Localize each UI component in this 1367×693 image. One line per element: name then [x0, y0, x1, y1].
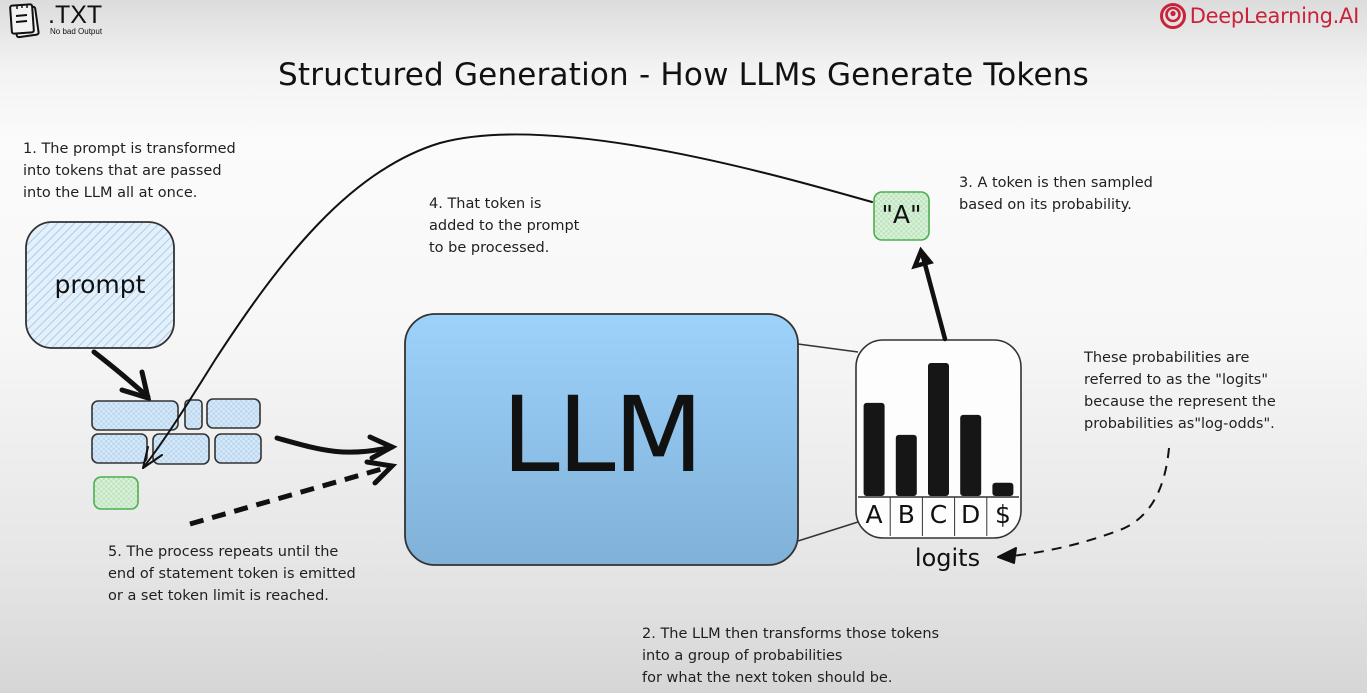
notepad-icon [9, 3, 40, 39]
logit-bar-eos [992, 482, 1014, 496]
llm-to-logits-connectors [797, 343, 859, 542]
token-block [91, 400, 179, 431]
llm-label: LLM [501, 374, 704, 496]
token-block [152, 433, 210, 465]
llm-box [404, 313, 799, 566]
deeplearning-brand: DeepLearning.AI [1189, 4, 1360, 28]
logit-bar-a [863, 402, 885, 496]
logit-bar-d [960, 414, 982, 496]
deeplearning-logo: DeepLearning.AI [1159, 3, 1360, 29]
prompt-label: prompt [54, 270, 146, 299]
note-logits-explainer: These probabilities are referred to as t… [1084, 350, 1276, 432]
arrow-feedback-to-prompt [142, 133, 873, 469]
logit-category-label: B [897, 500, 915, 529]
token-grid [91, 398, 262, 465]
arrow-repeat-to-llm [189, 459, 398, 527]
prompt-box [25, 221, 175, 349]
logit-bar-b [895, 434, 917, 496]
arrow-tokens-to-llm [274, 434, 398, 461]
logits-caption: logits [914, 544, 981, 572]
logits-bars [863, 363, 1014, 496]
deeplearning-swirl-icon [1159, 3, 1186, 29]
sampled-token-label: "A" [881, 200, 922, 229]
logit-category-label: $ [994, 500, 1011, 529]
token-block [206, 398, 261, 429]
logit-category-label: A [865, 500, 883, 529]
token-block [91, 433, 148, 464]
note-step-4: 4. That token is added to the prompt to … [429, 196, 580, 256]
new-token-block [93, 476, 139, 510]
logit-category-label: D [961, 500, 981, 529]
arrow-explainer-to-logits [997, 447, 1170, 564]
arrow-logits-to-sampled-token [911, 246, 948, 342]
note-step-3: 3. A token is then sampled based on its … [959, 175, 1153, 213]
note-step-5: 5. The process repeats until the end of … [108, 544, 356, 604]
arrow-prompt-to-tokens [91, 349, 152, 402]
txt-tagline: No bad Output [50, 27, 103, 36]
slide-title: Structured Generation - How LLMs Generat… [278, 57, 1089, 93]
sampled-token-box [873, 191, 930, 241]
txt-brand: .TXT [48, 1, 103, 29]
logits-category-dividers [889, 497, 988, 536]
token-block [184, 399, 203, 430]
logit-category-label: C [929, 500, 948, 529]
note-step-2: 2. The LLM then transforms those tokens … [642, 626, 940, 686]
note-step-1: 1. The prompt is transformed into tokens… [23, 141, 236, 201]
token-block [214, 433, 262, 464]
txt-logo: .TXT No bad Output [8, 2, 102, 40]
logit-bar-c [928, 363, 949, 496]
